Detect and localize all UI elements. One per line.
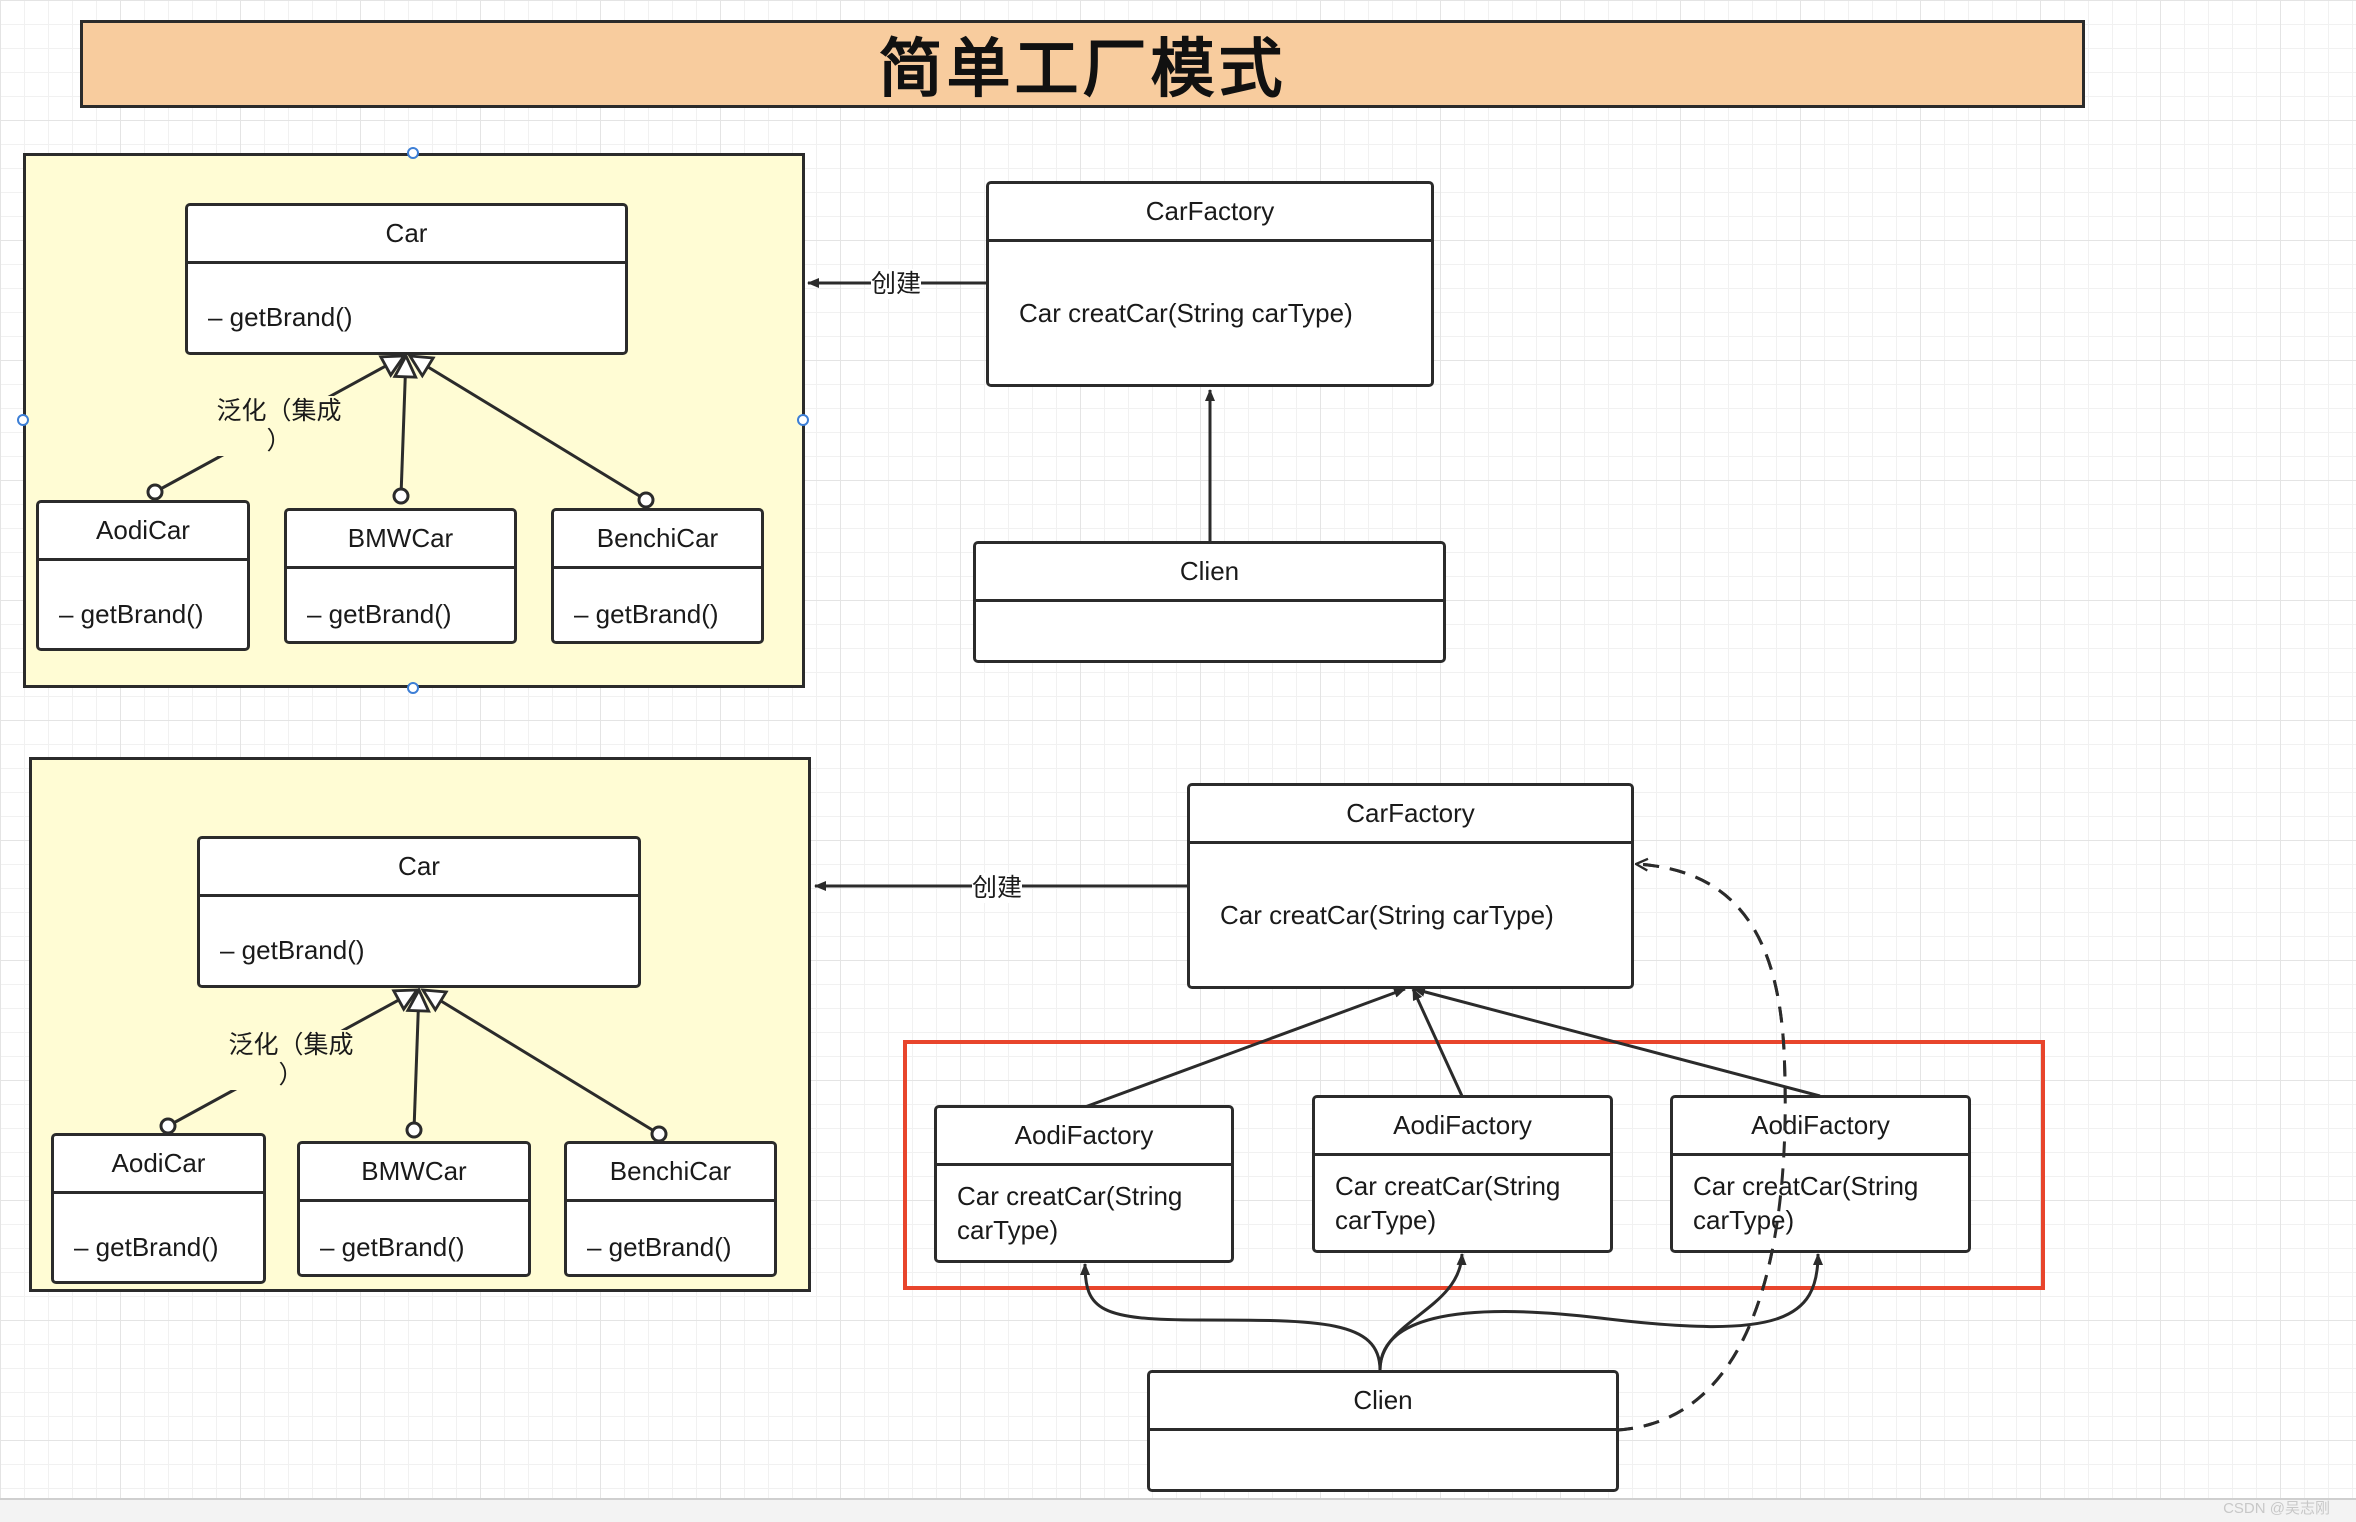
watermark: CSDN @吴志刚: [2223, 1500, 2330, 1517]
gen-start-bmw-1: [392, 487, 410, 505]
car-class-2-name: Car: [200, 839, 638, 897]
title-banner[interactable]: 简单工厂模式: [80, 20, 2085, 108]
generalization-label-1-tail: ）: [266, 426, 292, 455]
gen-start-benchi-1: [637, 491, 655, 509]
generalization-label-1[interactable]: 泛化（集成 ）: [210, 396, 348, 456]
generalization-label-2-tail: ）: [278, 1060, 304, 1089]
car-class-1[interactable]: Car – getBrand(): [185, 203, 628, 355]
bmwcar-class-2-method: – getBrand(): [320, 1232, 465, 1262]
gen-line-bmw-2: [414, 990, 419, 1131]
aodifactory-3-to-carfactory: [1413, 986, 1821, 1098]
benchicar-class-2-method: – getBrand(): [587, 1232, 732, 1262]
carfactory-class-1-name: CarFactory: [989, 184, 1431, 242]
create-label-2[interactable]: 创建: [972, 873, 1023, 903]
aodicar-class-2[interactable]: AodiCar – getBrand(): [51, 1133, 266, 1284]
client-to-aodifactory-3: [1378, 1253, 1823, 1371]
benchicar-class-1-method: – getBrand(): [574, 599, 719, 629]
carfactory-class-2-name: CarFactory: [1190, 786, 1631, 844]
bmwcar-class-1-method: – getBrand(): [307, 599, 452, 629]
aodifactory-class-2[interactable]: AodiFactory Car creatCar(String carType): [1312, 1095, 1613, 1253]
carfactory-class-2-method: Car creatCar(String carType): [1220, 900, 1554, 930]
resize-handle-top[interactable]: [407, 147, 419, 159]
aodifactory-class-1-name: AodiFactory: [937, 1108, 1231, 1166]
client-class-2[interactable]: Clien: [1147, 1370, 1619, 1492]
aodifactory-class-1[interactable]: AodiFactory Car creatCar(String carType): [934, 1105, 1234, 1263]
carfactory-class-2[interactable]: CarFactory Car creatCar(String carType): [1187, 783, 1634, 989]
client-class-2-name: Clien: [1150, 1373, 1616, 1431]
client-to-aodifactory-2: [1378, 1253, 1467, 1371]
gen-line-benchi-2: [423, 990, 660, 1136]
car-class-2-method: – getBrand(): [220, 935, 365, 965]
carfactory-class-1[interactable]: CarFactory Car creatCar(String carType): [986, 181, 1434, 387]
client-class-1-name: Clien: [976, 544, 1443, 602]
aodifactory-class-3[interactable]: AodiFactory Car creatCar(String carType): [1670, 1095, 1971, 1253]
aodifactory-class-2-name: AodiFactory: [1315, 1098, 1610, 1156]
gen-start-aodi-2: [159, 1117, 177, 1135]
resize-handle-right[interactable]: [797, 414, 809, 426]
aodicar-class-2-method: – getBrand(): [74, 1231, 219, 1262]
highlight-box[interactable]: [903, 1040, 2045, 1290]
generalization-label-2-text: 泛化（集成: [228, 1030, 354, 1059]
gen-start-bmw-2: [405, 1121, 423, 1139]
gen-start-benchi-2: [650, 1125, 668, 1143]
resize-handle-left[interactable]: [17, 414, 29, 426]
aodicar-class-1-name: AodiCar: [39, 503, 247, 561]
aodicar-class-1-method: – getBrand(): [59, 598, 204, 629]
aodifactory-class-3-method: Car creatCar(String carType): [1693, 1171, 1919, 1235]
client-to-aodifactory-1: [1080, 1263, 1382, 1371]
create-label-1[interactable]: 创建: [871, 269, 922, 299]
aodifactory-2-to-carfactory: [1411, 988, 1464, 1097]
generalization-label-1-text: 泛化（集成: [216, 396, 342, 425]
aodifactory-class-1-method: Car creatCar(String carType): [957, 1181, 1183, 1245]
car-class-1-method: – getBrand(): [208, 302, 353, 332]
gen-line-bmw-1: [401, 356, 406, 497]
benchicar-class-1[interactable]: BenchiCar – getBrand(): [551, 508, 764, 644]
bmwcar-class-1[interactable]: BMWCar – getBrand(): [284, 508, 517, 644]
benchicar-class-1-name: BenchiCar: [554, 511, 761, 569]
car-class-1-name: Car: [188, 206, 625, 264]
bmwcar-class-2-name: BMWCar: [300, 1144, 528, 1202]
car-class-2[interactable]: Car – getBrand(): [197, 836, 641, 988]
gen-line-benchi-1: [410, 356, 647, 502]
client-class-1[interactable]: Clien: [973, 541, 1446, 663]
resize-handle-bottom[interactable]: [407, 682, 419, 694]
client-class-1-body: [976, 602, 1443, 660]
benchicar-class-2[interactable]: BenchiCar – getBrand(): [564, 1141, 777, 1277]
aodifactory-class-2-method: Car creatCar(String carType): [1335, 1171, 1561, 1235]
aodifactory-class-3-name: AodiFactory: [1673, 1098, 1968, 1156]
title-text: 简单工厂模式: [878, 33, 1287, 107]
client-class-2-body: [1150, 1431, 1616, 1489]
gen-start-aodi-1: [146, 483, 164, 501]
bmwcar-class-1-name: BMWCar: [287, 511, 514, 569]
bmwcar-class-2[interactable]: BMWCar – getBrand(): [297, 1141, 531, 1277]
carfactory-class-1-method: Car creatCar(String carType): [1019, 298, 1353, 328]
benchicar-class-2-name: BenchiCar: [567, 1144, 774, 1202]
generalization-label-2[interactable]: 泛化（集成 ）: [222, 1030, 360, 1090]
aodicar-class-2-name: AodiCar: [54, 1136, 263, 1194]
aodicar-class-1[interactable]: AodiCar – getBrand(): [36, 500, 250, 651]
aodifactory-1-to-carfactory: [1084, 987, 1406, 1109]
